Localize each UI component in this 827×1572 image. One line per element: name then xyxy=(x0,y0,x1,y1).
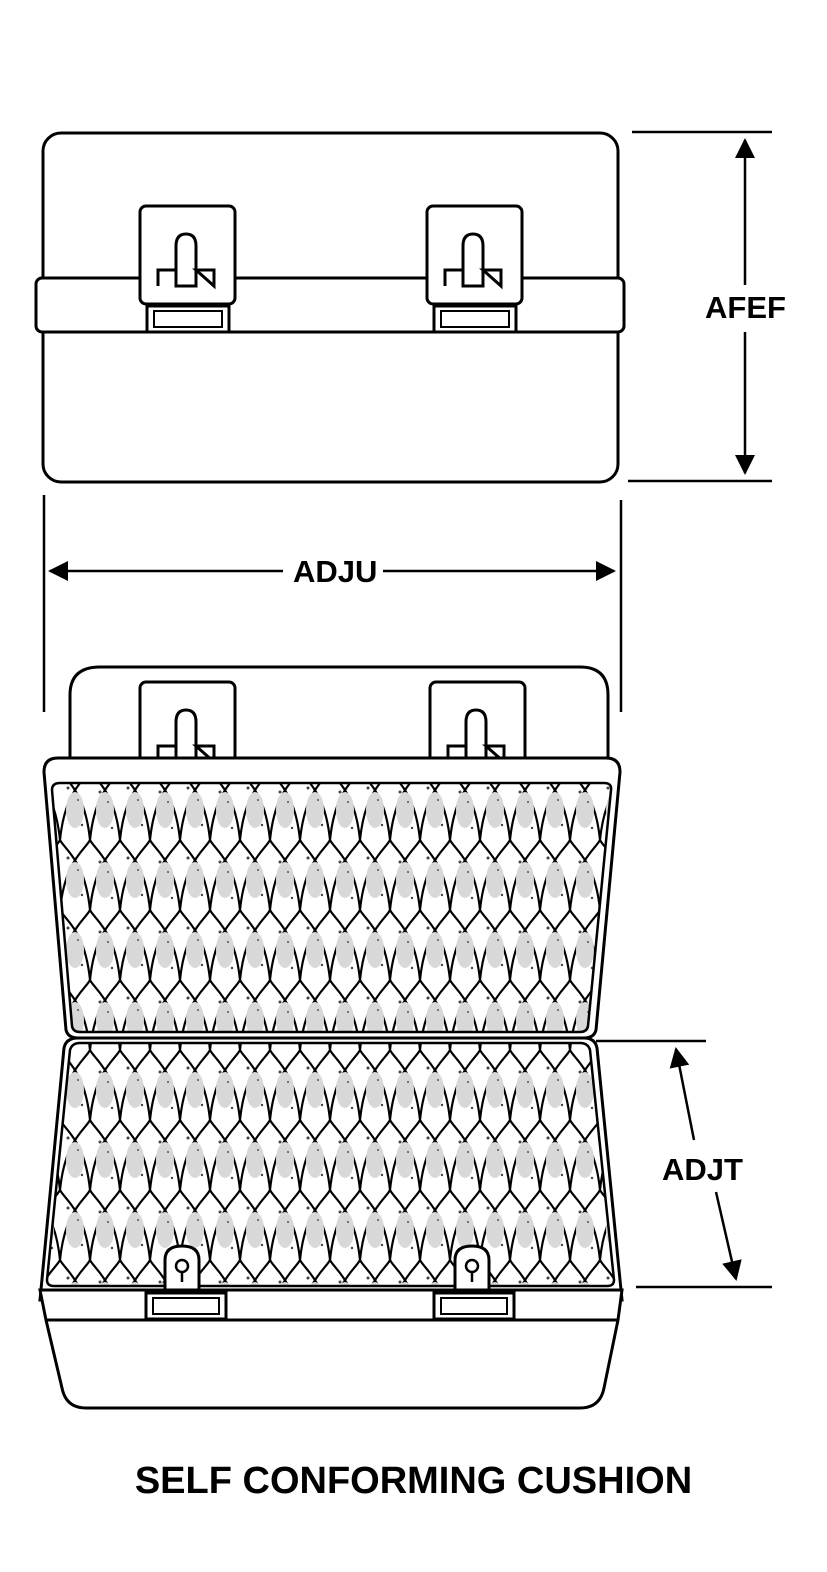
dimension-label-depth: ADJT xyxy=(662,1152,743,1187)
keeper-left xyxy=(144,1244,228,1321)
closed-case xyxy=(34,131,626,484)
latch-right xyxy=(425,204,524,334)
base-foam xyxy=(45,1041,616,1288)
dimension-label-height: AFEF xyxy=(705,290,786,325)
dimension-depth xyxy=(596,1039,772,1289)
figure-caption: SELF CONFORMING CUSHION xyxy=(134,1460,693,1502)
lid-foam xyxy=(50,781,613,1034)
latch-left xyxy=(138,204,237,334)
base-body xyxy=(38,1288,624,1410)
open-latch-left xyxy=(138,680,237,782)
dimension-width xyxy=(42,495,623,712)
dimension-label-width: ADJU xyxy=(289,556,382,587)
closed-case-rim xyxy=(34,276,626,334)
dimension-height xyxy=(628,130,772,483)
open-case xyxy=(38,665,624,1410)
keeper-right xyxy=(432,1244,516,1321)
